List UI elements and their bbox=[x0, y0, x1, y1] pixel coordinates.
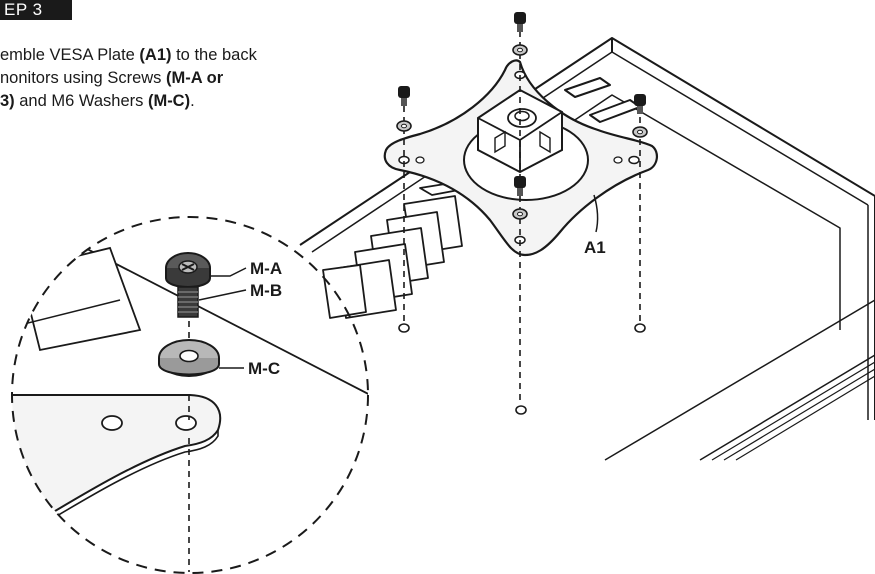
screw-left bbox=[396, 86, 412, 132]
m-a-leader-line bbox=[210, 267, 247, 277]
instruction-line-2: nonitors using Screws (M-A or bbox=[0, 67, 360, 90]
instruction-line-3-washer-ref: (M-C) bbox=[147, 92, 191, 110]
washer-detail-m-c bbox=[158, 339, 220, 377]
vent-slots bbox=[322, 179, 481, 319]
instruction-line-1: emble VESA Plate (A1) to the back bbox=[0, 44, 360, 67]
step-label: EP 3 bbox=[4, 0, 43, 19]
screw-right bbox=[632, 94, 648, 138]
label-m-b: M-B bbox=[250, 281, 282, 300]
instruction-line-3-period: . bbox=[190, 92, 195, 110]
screw-detail-m-a bbox=[165, 252, 211, 318]
instruction-line-2-part-ref: (M-A or bbox=[166, 69, 224, 87]
instruction-line-1-part-ref: (A1) bbox=[139, 46, 172, 64]
m-b-leader-line bbox=[198, 289, 247, 301]
instruction-line-3-part-ref: 3) bbox=[0, 92, 15, 110]
a1-leader-line bbox=[593, 194, 599, 233]
label-m-a: M-A bbox=[250, 259, 282, 278]
instruction-line-3: 3) and M6 Washers (M-C). bbox=[0, 90, 360, 113]
label-m-c: M-C bbox=[248, 359, 280, 378]
instruction-line-1-tail: to the back bbox=[171, 46, 257, 64]
instruction-text: emble VESA Plate (A1) to the back nonito… bbox=[0, 44, 360, 113]
step-badge: EP 3 bbox=[0, 0, 72, 20]
vesa-plate-a1 bbox=[383, 59, 658, 257]
label-a1: A1 bbox=[584, 238, 606, 257]
instruction-line-3-text: and M6 Washers bbox=[14, 92, 148, 110]
screw-bottom bbox=[512, 176, 528, 220]
screw-top bbox=[512, 12, 528, 56]
instruction-line-1-text: emble VESA Plate bbox=[0, 46, 140, 64]
instruction-line-2-text: nonitors using Screws bbox=[0, 69, 166, 87]
mount-holes bbox=[398, 323, 646, 415]
